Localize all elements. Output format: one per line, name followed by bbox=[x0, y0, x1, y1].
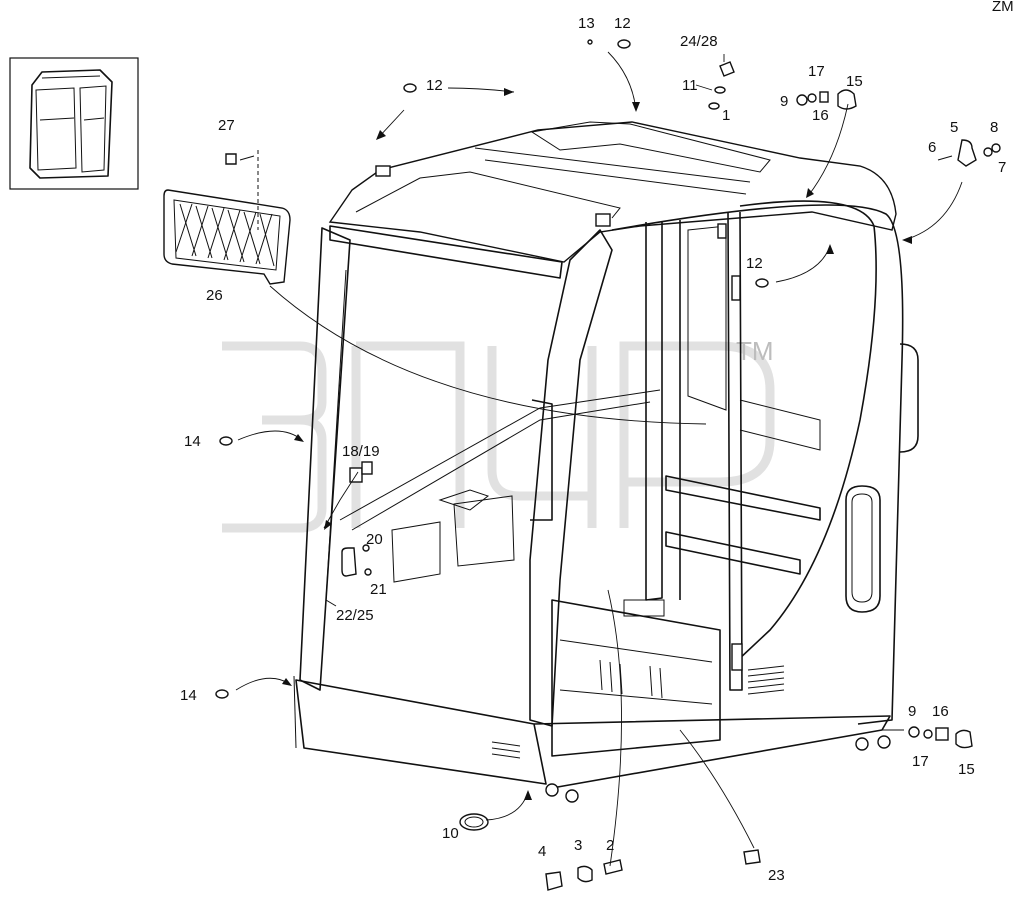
callout-9-top: 9 bbox=[780, 93, 788, 110]
callout-20: 20 bbox=[366, 531, 383, 548]
callout-labels: 13 12 24/28 12 11 1 17 9 15 16 27 5 8 6 … bbox=[180, 15, 1006, 884]
callout-13: 13 bbox=[578, 15, 595, 32]
callout-6: 6 bbox=[928, 139, 936, 156]
callout-16-low: 16 bbox=[932, 703, 949, 720]
callout-10: 10 bbox=[442, 825, 459, 842]
callout-12-top: 12 bbox=[614, 15, 631, 32]
inset-thumbnail bbox=[9, 57, 139, 190]
callout-21: 21 bbox=[370, 581, 387, 598]
corner-mark: ZM bbox=[992, 0, 1014, 15]
callout-23: 23 bbox=[768, 867, 785, 884]
watermark-tm: TM bbox=[736, 336, 774, 366]
callout-17-top: 17 bbox=[808, 63, 825, 80]
callout-9-low: 9 bbox=[908, 703, 916, 720]
callout-15-top: 15 bbox=[846, 73, 863, 90]
callout-17-low: 17 bbox=[912, 753, 929, 770]
callout-2: 2 bbox=[606, 837, 614, 854]
callout-11: 11 bbox=[682, 77, 698, 94]
callout-18-19: 18/19 bbox=[342, 443, 380, 460]
callout-12-left: 12 bbox=[426, 77, 443, 94]
mesh-grille-part bbox=[163, 189, 291, 285]
parts bbox=[163, 39, 1001, 891]
callout-16-top: 16 bbox=[812, 107, 829, 124]
callout-24-28: 24/28 bbox=[680, 33, 718, 50]
callout-27: 27 bbox=[218, 117, 235, 134]
callout-14-mid: 14 bbox=[184, 433, 201, 450]
callout-8: 8 bbox=[990, 119, 998, 136]
callout-12-inner: 12 bbox=[746, 255, 763, 272]
cab-body bbox=[293, 121, 919, 803]
callout-4: 4 bbox=[538, 843, 546, 860]
callout-5: 5 bbox=[950, 119, 958, 136]
callout-15-low: 15 bbox=[958, 761, 975, 778]
callout-22-25: 22/25 bbox=[336, 607, 374, 624]
callout-14-low: 14 bbox=[180, 687, 197, 704]
leader-lines bbox=[235, 51, 963, 867]
callout-1: 1 bbox=[722, 107, 730, 124]
callout-3: 3 bbox=[574, 837, 582, 854]
callout-7: 7 bbox=[998, 159, 1006, 176]
callout-26: 26 bbox=[206, 287, 223, 304]
